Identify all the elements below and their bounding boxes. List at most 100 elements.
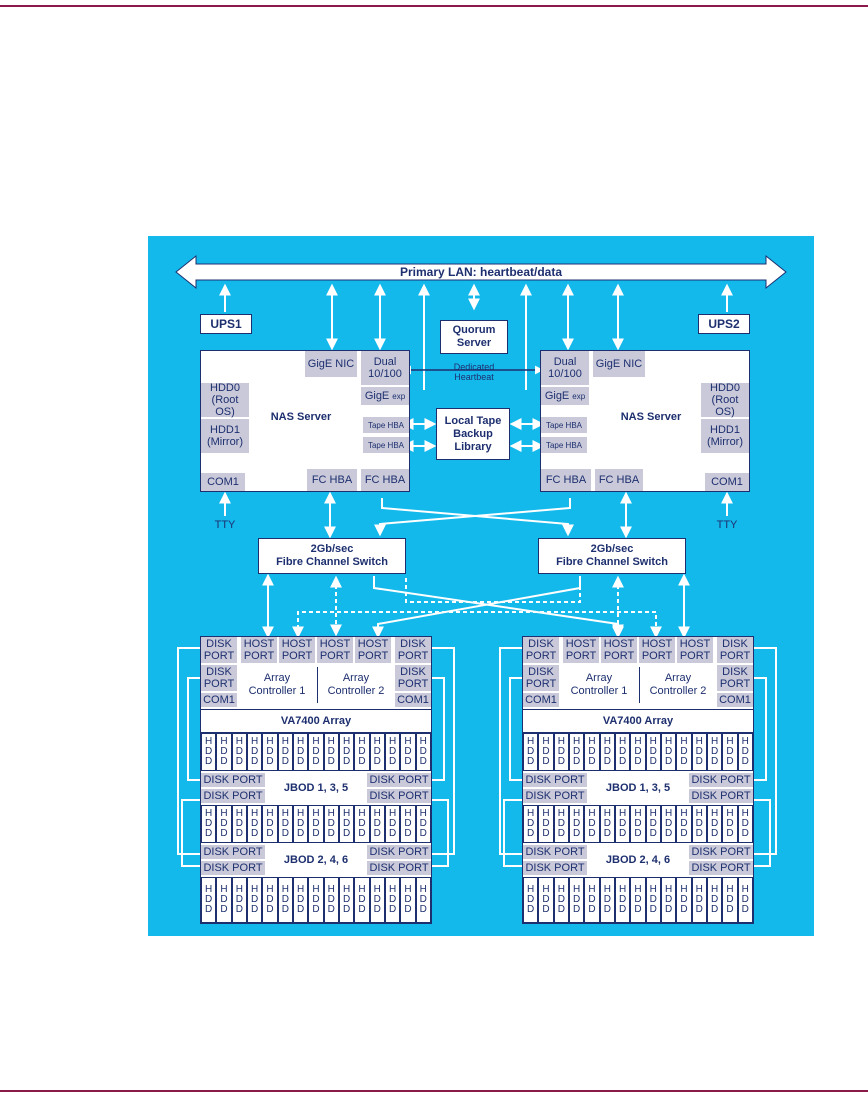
host-port-right-d: HOST PORT — [677, 637, 713, 663]
hdd-letter: D — [695, 746, 703, 757]
jbod-246-left: JBOD 2, 4, 6 — [283, 853, 349, 866]
hdd-letter: D — [710, 894, 719, 905]
hdd-letter: H — [588, 884, 596, 895]
hdd-letter: D — [404, 746, 412, 757]
jbod-port-right-2: DISK PORT — [523, 789, 587, 803]
hdd-letter: D — [634, 746, 642, 757]
hdd-letter: D — [603, 894, 611, 905]
host-port-left-a: HOST PORT — [241, 637, 277, 663]
jbod-port-right-4: DISK PORT — [689, 789, 753, 803]
hdd-letter: H — [297, 736, 305, 747]
hdd-letter: H — [297, 808, 305, 819]
fc-hba-left-1: FC HBA — [307, 469, 357, 491]
hdd-letter: D — [388, 746, 397, 757]
hdd1-right: HDD1 (Mirror) — [701, 419, 749, 453]
hdd-letter: D — [665, 904, 673, 915]
hdd-letter: D — [388, 894, 397, 905]
hdd-letter: D — [603, 756, 611, 767]
hdd-letter: H — [680, 884, 688, 895]
hdd-letter: D — [726, 894, 734, 905]
tape-hba-right-2: Tape HBA — [541, 437, 587, 453]
hdd-letter: H — [205, 808, 213, 819]
hdd-letter: H — [573, 808, 581, 819]
hdd-letter: H — [235, 884, 243, 895]
hdd-letter: D — [726, 746, 734, 757]
connection-lines — [175, 254, 787, 867]
hdd-letter: D — [312, 828, 320, 839]
hdd-letter: D — [220, 756, 228, 767]
hdd-letter: D — [297, 756, 305, 767]
va7400-array-right: DISK PORT HOST PORT HOST PORT HOST PORT … — [522, 636, 754, 924]
hdd-letter: H — [373, 808, 381, 819]
hdd-letter: D — [373, 746, 381, 757]
hdd-letter: D — [373, 904, 381, 915]
jbod-port-left-4: DISK PORT — [367, 789, 431, 803]
hdd-letter: D — [542, 904, 550, 915]
jbod-port-right-7: DISK PORT — [689, 845, 753, 859]
disk-port-left-d: DISK PORT — [395, 665, 431, 691]
hdd-letter: D — [343, 818, 351, 829]
hdd-letter: D — [573, 756, 581, 767]
hdd-letter: H — [312, 808, 320, 819]
hdd-letter: D — [404, 818, 412, 829]
hdd-letter: D — [235, 756, 243, 767]
com1-right: COM1 — [705, 473, 749, 491]
hdd-letter: D — [665, 818, 673, 829]
tape-hba-left-1: Tape HBA — [363, 417, 409, 433]
hdd-letter: D — [557, 828, 565, 839]
hdd-letter: D — [205, 904, 213, 915]
hdd-letter: H — [220, 736, 228, 747]
controller-1-right: Array Controller 1 — [570, 672, 628, 697]
hdd-letter: D — [205, 894, 213, 905]
jbod-135-left: JBOD 1, 3, 5 — [283, 781, 349, 794]
array-com1-right-b: COM1 — [717, 693, 753, 707]
hdd-letter: D — [388, 828, 397, 839]
jbod-246-right: JBOD 2, 4, 6 — [605, 853, 671, 866]
hdd-letter: D — [220, 894, 228, 905]
hdd-letter: D — [588, 756, 596, 767]
hdd-letter: D — [603, 746, 611, 757]
footer-rule — [0, 1090, 868, 1092]
hdd-letter: H — [603, 736, 611, 747]
disk-port-left-b: DISK PORT — [395, 637, 431, 663]
hdd-letter: D — [527, 818, 535, 829]
hdd-letter: D — [649, 756, 657, 767]
hdd-letter: D — [710, 818, 719, 829]
hdd-letter: H — [557, 884, 565, 895]
fc-hba-right-2: FC HBA — [595, 469, 643, 491]
tape-library-box: Local Tape Backup Library — [436, 408, 510, 460]
hdd-letter: D — [297, 818, 305, 829]
hdd-letter: D — [557, 818, 565, 829]
hdd-letter: H — [388, 736, 397, 747]
